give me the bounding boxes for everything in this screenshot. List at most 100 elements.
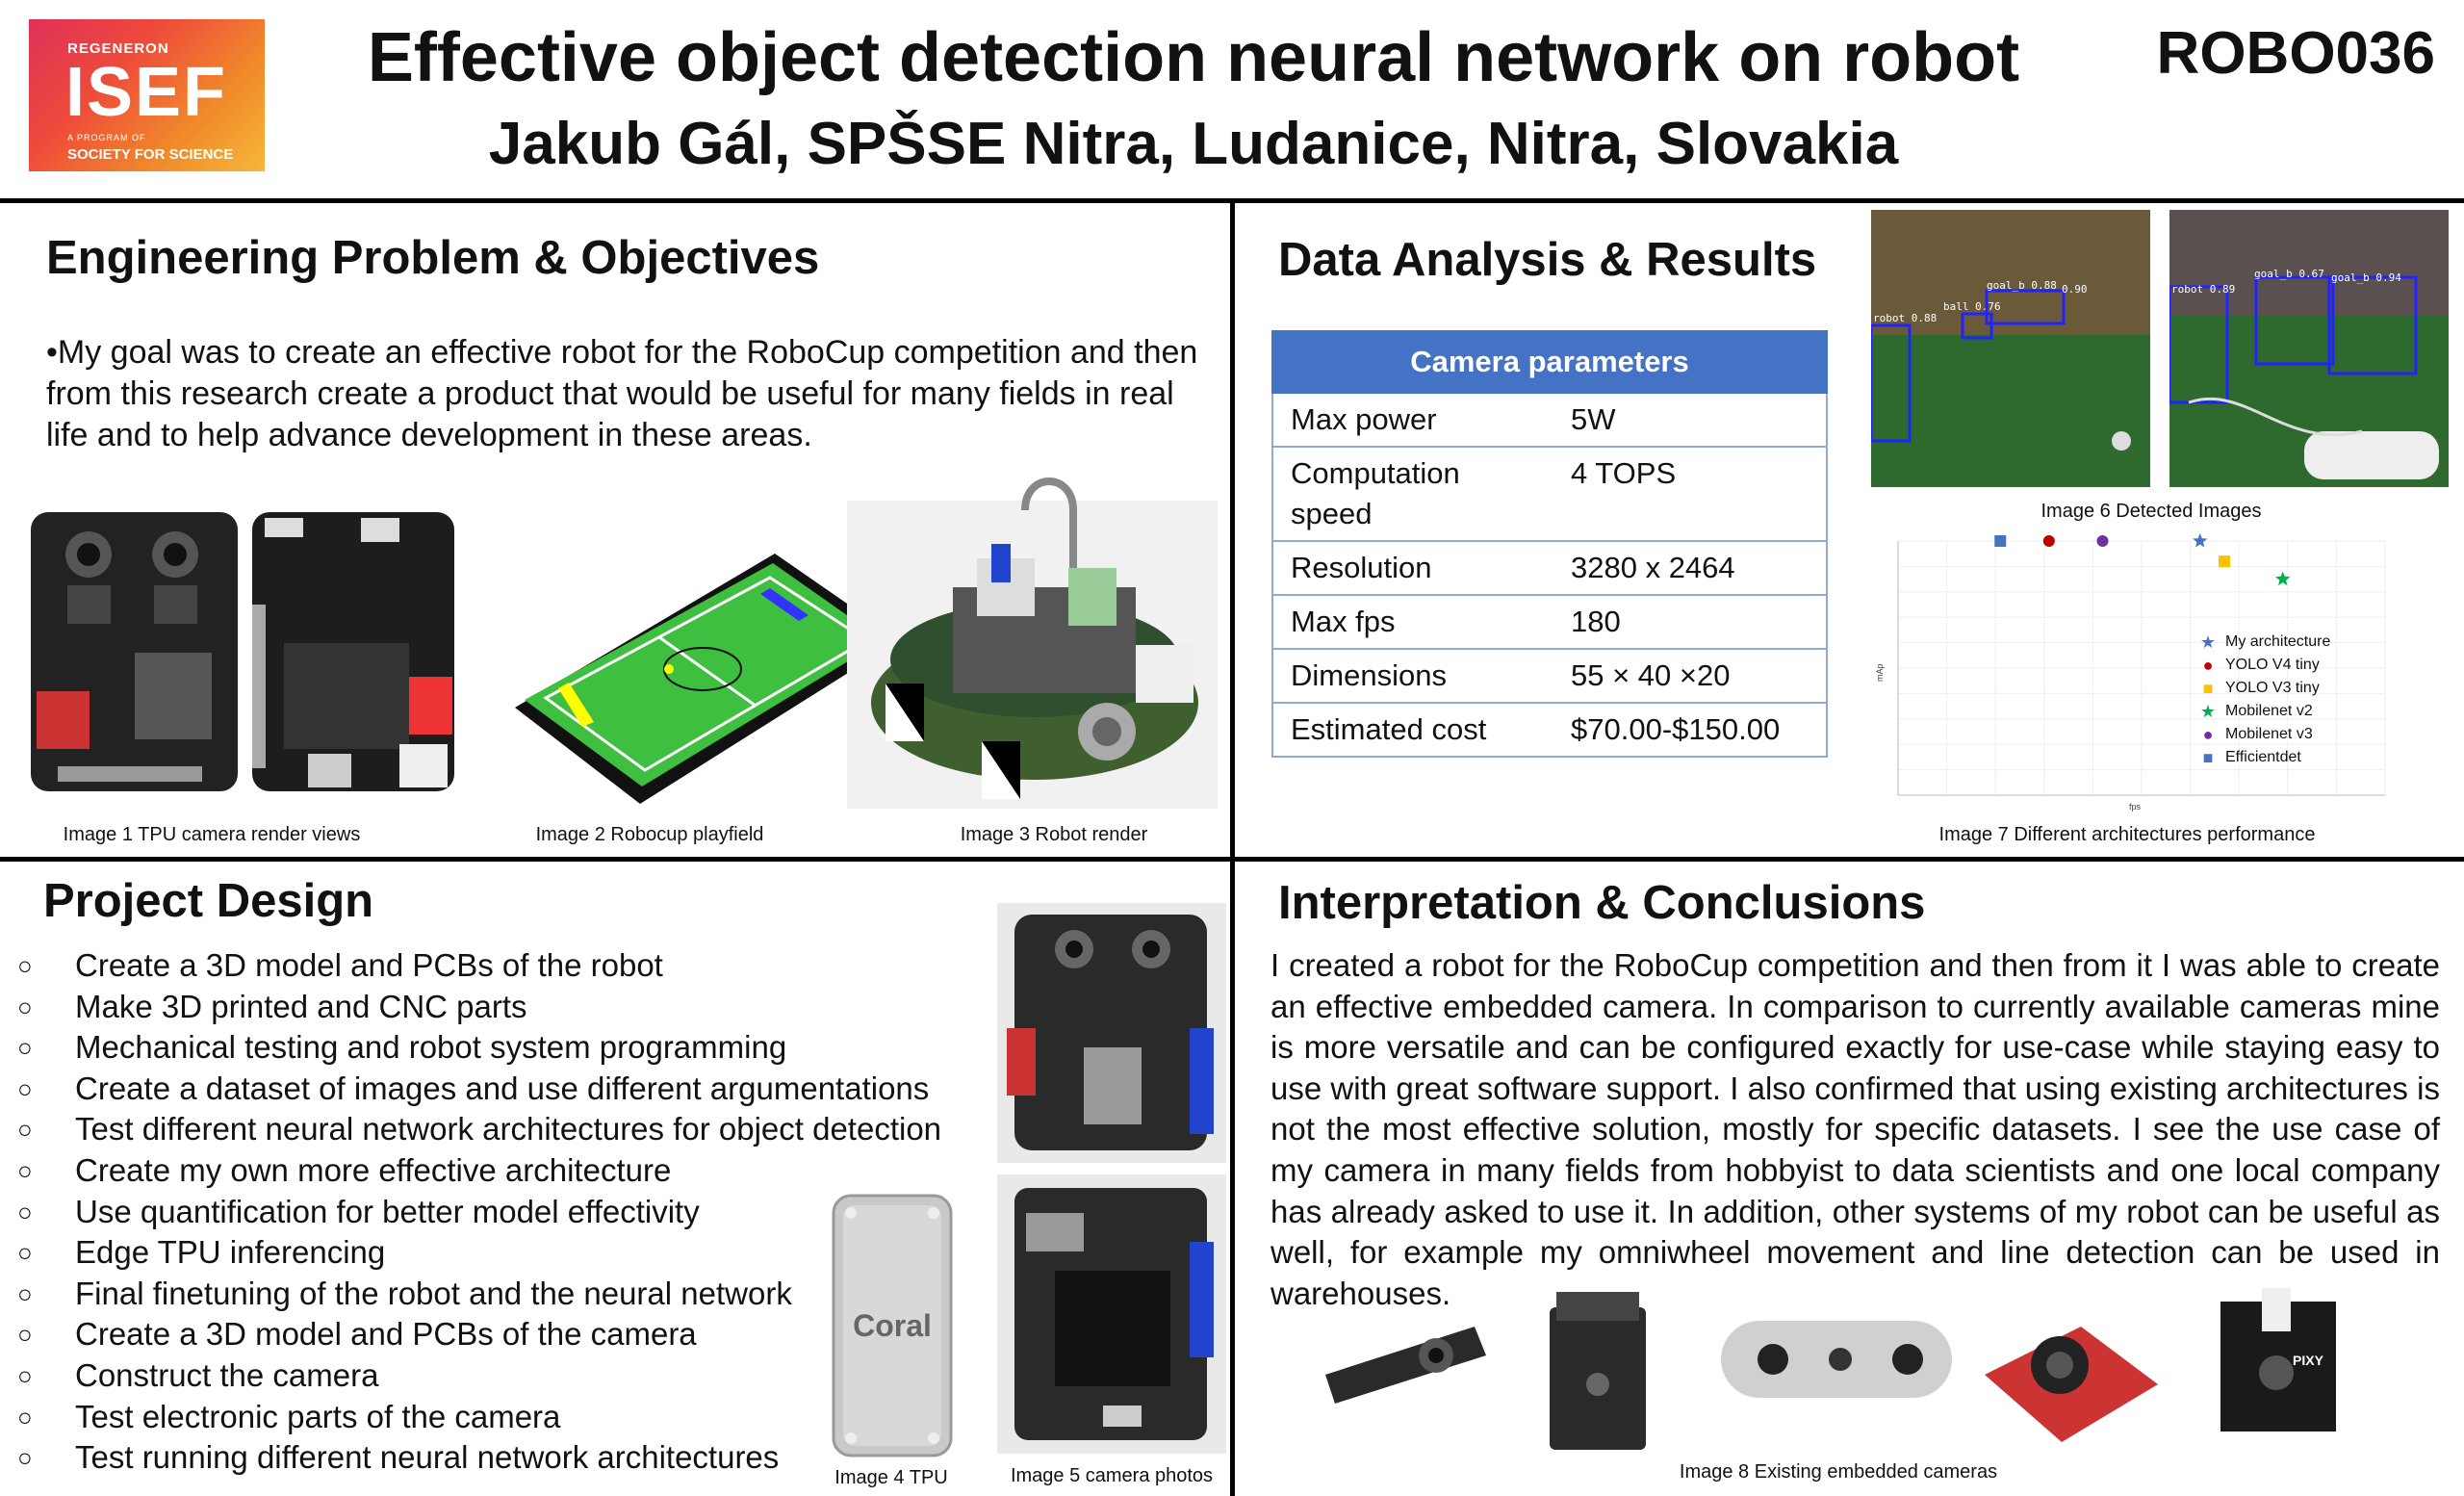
design-step-item: ○ Create a 3D model and PCBs of the robot [17,945,941,987]
design-step-text: Create a dataset of images and use diffe… [75,1070,930,1106]
logo-program: A PROGRAM OF [67,133,146,142]
conclusions-text: I created a robot for the RoboCup compet… [1270,947,2440,1311]
legend-item: ■YOLO V3 tiny [2198,677,2330,700]
detection-label: goal_b 0.94 [2331,271,2401,284]
circle-bullet-icon: ○ [17,1360,33,1390]
legend-item: ★Mobilenet v2 [2199,702,2313,721]
column-divider [1230,202,1235,1496]
circle-bullet-icon: ○ [17,951,33,980]
header-divider [0,198,2464,203]
circle-bullet-icon: ○ [17,1033,33,1063]
design-step-item: ○Mechanical testing and robot system pro… [17,1027,941,1069]
design-step-text: Construct the camera [75,1356,379,1393]
design-step-text: Final finetuning of the robot and the ne… [75,1275,792,1311]
table-cell: Max fps [1272,594,1553,649]
logo-brand: REGENERON [67,40,169,57]
conclusions-heading: Interpretation & Conclusions [1278,877,1926,929]
table-cell: Max power [1272,392,1553,447]
architectures-performance-chart: mAp fps [1875,533,2386,812]
design-step-item: ○Edge TPU inferencing [17,1232,941,1274]
tpu-camera-render-image [31,512,454,791]
legend-item: ●Mobilenet v3 [2198,723,2330,746]
circle-bullet-icon: ○ [17,1155,33,1185]
problem-heading: Engineering Problem & Objectives [46,232,820,284]
table-cell: 55 × 40 ×20 [1553,648,1827,703]
y-axis-label: mAp [1875,663,1885,682]
coral-tpu-image: Coral [832,1194,953,1457]
design-step-text: Create a 3D model and PCBs of the robot [75,947,663,983]
legend-item: ●YOLO V4 tiny [2198,654,2330,677]
design-step-text: Test electronic parts of the camera [75,1398,561,1434]
circle-bullet-icon: ○ [17,1197,33,1226]
table-cell: $70.00-$150.00 [1553,702,1827,758]
existing-cameras-image: PIXY [1325,1288,2336,1450]
table-cell: Resolution [1272,540,1553,595]
table-cell: 3280 x 2464 [1553,540,1827,595]
design-step-text: Use quantification for better model effe… [75,1193,700,1229]
design-step-item: ○ Create my own more effective architectu… [17,1150,941,1192]
pixy-label: PIXY [2293,1353,2324,1368]
star-icon: ★ [2199,702,2217,721]
detected-image-1: robot 0.88 ball 0.76 goal_b 0.88 0.90 [1871,210,2150,487]
image3-caption: Image 3 Robot render [960,824,1148,845]
scatter-point [1994,535,2007,547]
table-cell: Estimated cost [1272,702,1553,758]
design-step-text: Create a 3D model and PCBs of the camera [75,1316,697,1353]
coral-label: Coral [853,1308,932,1343]
design-step-text: Edge TPU inferencing [75,1234,386,1271]
design-step-item: ○ Test electronic parts of the camera [17,1397,941,1438]
design-step-item: ○ Use quantification for better model eff… [17,1192,941,1233]
project-code: ROBO036 [2156,20,2435,87]
scatter-point [2193,533,2208,548]
detection-label: goal_b 0.88 [1987,279,2057,292]
image8-caption: Image 8 Existing embedded cameras [1679,1461,1998,1483]
detection-label: goal_b 0.67 [2254,268,2324,280]
detection-label: ball 0.76 [1943,300,2001,313]
camera-photo-1 [997,903,1226,1163]
scatter-point [2219,555,2231,568]
image7-caption: Image 7 Different architectures performa… [1938,824,2316,845]
circle-bullet-icon: ○ [17,1278,33,1308]
table-cell: Dimensions [1272,648,1553,703]
depth-camera [1721,1321,1952,1398]
circle-bullet-icon: ○ [17,1402,33,1432]
design-steps-list: ○ Create a 3D model and PCBs of the robot… [17,945,941,1479]
image6-caption: Image 6 Detected Images [2040,501,2262,522]
image2-caption: Image 2 Robocup playfield [535,824,764,845]
circle-bullet-icon: ○ [17,992,33,1021]
table-cell: Computation speed [1272,446,1553,541]
poster-title: Effective object detection neural networ… [367,19,2020,96]
design-step-item: ○ Make 3D printed and CNC parts [17,987,941,1028]
pixy-camera: PIXY [2220,1288,2336,1432]
circle-icon: ● [2202,656,2214,675]
square-icon: ■ [2202,748,2214,767]
isef-logo: REGENERON ISEF A PROGRAM OF SOCIETY FOR … [29,19,265,171]
image4-caption: Image 4 TPU [834,1467,948,1488]
detection-label: robot 0.89 [2171,283,2235,296]
design-step-item: ○Test running different neural network a… [17,1437,941,1479]
detection-label: 0.90 [2062,283,2088,296]
design-step-text: Make 3D printed and CNC parts [75,988,527,1024]
circle-bullet-icon: ○ [17,1443,33,1473]
problem-text: •My goal was to create an effective robo… [46,334,1198,453]
scatter-point [2096,535,2109,547]
poster-subtitle: Jakub Gál, SPŠSE Nitra, Ludanice, Nitra,… [488,111,1899,177]
camera-parameters-title: Camera parameters [1271,330,1828,394]
design-step-item: ○ Construct the camera [17,1355,941,1397]
scatter-point [2042,535,2055,547]
circle-icon: ● [2202,725,2214,744]
robocup-playfield-image [515,554,900,804]
chart-grid [1897,540,2386,796]
square-icon: ■ [2202,679,2214,698]
table-row: Estimated cost$70.00-$150.00 [1272,702,1827,758]
detected-image-2: robot 0.89 goal_b 0.67 goal_b 0.94 [2169,210,2449,487]
design-step-text: Test different neural network architectu… [75,1111,942,1148]
chart-legend: ★My architecture ●YOLO V4 tiny ■YOLO V3 … [2198,631,2330,769]
design-step-item: ○Create a 3D model and PCBs of the camer… [17,1314,941,1355]
design-heading: Project Design [43,875,374,927]
design-step-text: Create my own more effective architectur… [75,1151,672,1188]
circle-bullet-icon: ○ [17,1115,33,1145]
